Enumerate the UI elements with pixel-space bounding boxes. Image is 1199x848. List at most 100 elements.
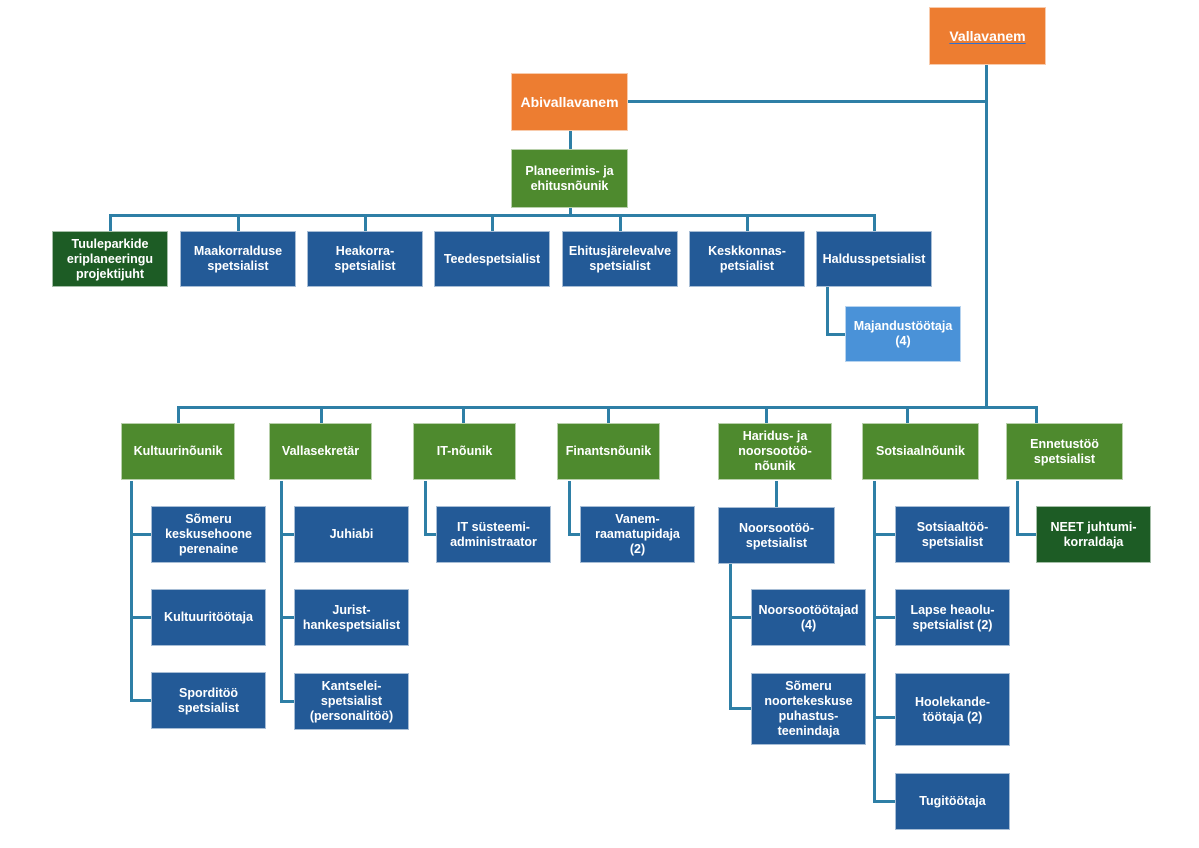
- connector-line: [628, 100, 986, 103]
- connector-line: [130, 699, 151, 702]
- node-label: Ennetustöö spetsialist: [1030, 436, 1099, 466]
- connector-line: [873, 533, 895, 536]
- node-planeerimis-ehitusnounik: Planeerimis- ja ehitusnõunik: [511, 149, 628, 208]
- node-label: Heakorra- spetsialist: [334, 244, 396, 273]
- node-label: Keskkonnas- petsialist: [708, 244, 786, 273]
- node-label: Tugitöötaja: [919, 794, 986, 808]
- connector-line: [1016, 481, 1019, 535]
- connector-line: [568, 533, 580, 536]
- node-label: Majandustöötaja (4): [853, 319, 953, 348]
- node-label: Jurist- hankespetsialist: [302, 602, 401, 632]
- node-noorsootootajad: Noorsootöötajad (4): [751, 589, 866, 646]
- connector-line: [364, 214, 367, 231]
- connector-line: [280, 481, 283, 703]
- node-tugitootaja: Tugitöötaja: [895, 773, 1010, 830]
- connector-line: [130, 616, 151, 619]
- node-label: Sotsiaaltöö- spetsialist: [916, 519, 989, 549]
- connector-line: [491, 214, 494, 231]
- connector-line: [280, 533, 294, 536]
- node-label: IT süsteemi- administraator: [450, 519, 537, 549]
- node-label: Planeerimis- ja ehitusnõunik: [525, 163, 614, 193]
- connector-line: [424, 481, 427, 535]
- node-kultuurinounik: Kultuurinõunik: [121, 423, 235, 480]
- connector-line: [320, 406, 323, 423]
- connector-line: [873, 481, 876, 803]
- connector-line: [765, 406, 768, 423]
- node-label: Haldusspetsialist: [822, 251, 926, 266]
- node-label: Vanem- raamatupidaja (2): [595, 512, 680, 556]
- node-vallavanem: Vallavanem: [929, 7, 1046, 65]
- node-label: Lapse heaolu- spetsialist (2): [910, 602, 995, 632]
- node-label: Vallasekretär: [281, 444, 360, 458]
- node-label: NEET juhtumi- korraldaja: [1050, 519, 1137, 549]
- connector-line: [424, 533, 436, 536]
- node-hoolekandetootaja: Hoolekande- töötaja (2): [895, 673, 1010, 746]
- node-haridus-noorsootoo-nounik: Haridus- ja noorsootöö- nõunik: [718, 423, 832, 480]
- node-it-susteemiadministraator: IT süsteemi- administraator: [436, 506, 551, 563]
- connector-line: [280, 616, 294, 619]
- connector-line: [873, 214, 876, 231]
- connector-line: [130, 533, 151, 536]
- connector-line: [906, 406, 909, 423]
- connector-line: [826, 333, 846, 336]
- node-label: Kultuuritöötaja: [164, 610, 253, 624]
- connector-line: [873, 800, 895, 803]
- node-label: Sõmeru keskusehoone perenaine: [165, 512, 252, 556]
- node-maakorralduse-spetsialist: Maakorralduse spetsialist: [180, 231, 296, 287]
- node-keskkonnaspetsialist: Keskkonnas- petsialist: [689, 231, 805, 287]
- node-label: Hoolekande- töötaja (2): [914, 694, 990, 724]
- node-label: IT-nõunik: [436, 444, 493, 458]
- connector-line: [1035, 406, 1038, 423]
- node-abivallavanem: Abivallavanem: [511, 73, 628, 131]
- connector-line: [130, 481, 133, 701]
- node-label: Finantsnõunik: [565, 444, 652, 458]
- connector-line: [569, 208, 572, 215]
- node-vallasekretar: Vallasekretär: [269, 423, 372, 480]
- connector-line: [568, 481, 571, 535]
- node-someru-keskusehoone-perenaine: Sõmeru keskusehoone perenaine: [151, 506, 266, 563]
- connector-line: [746, 214, 749, 231]
- node-label: Sotsiaalnõunik: [876, 444, 965, 458]
- node-teedespetsialist: Teedespetsialist: [434, 231, 550, 287]
- node-haldusspetsialist: Haldusspetsialist: [816, 231, 932, 287]
- node-vanemraamatupidaja: Vanem- raamatupidaja (2): [580, 506, 695, 563]
- connector-line: [729, 564, 732, 710]
- node-label: Vallavanem: [949, 27, 1026, 44]
- connector-line: [607, 406, 610, 423]
- node-kantseleispetsialist: Kantselei- spetsialist (personalitöö): [294, 673, 409, 730]
- node-majandustootaja: Majandustöötaja (4): [845, 306, 961, 362]
- node-label: Tuuleparkide eriplaneeringu projektijuht: [66, 236, 154, 281]
- node-label: Juhiabi: [329, 527, 374, 541]
- node-ennetustoo-spetsialist: Ennetustöö spetsialist: [1006, 423, 1123, 480]
- connector-line: [569, 131, 572, 149]
- node-label: Teedespetsialist: [443, 251, 541, 266]
- node-tuuleparkide-projektijuht: Tuuleparkide eriplaneeringu projektijuht: [52, 231, 168, 287]
- node-label: Sporditöö spetsialist: [177, 685, 240, 715]
- node-jurist-hankespetsialist: Jurist- hankespetsialist: [294, 589, 409, 646]
- node-label: Sõmeru noortekeskuse puhastus- teenindaj…: [764, 679, 853, 738]
- node-ehitusjarelevalve-spetsialist: Ehitusjärelevalve spetsialist: [562, 231, 678, 287]
- connector-line: [775, 481, 778, 507]
- node-label: Kultuurinõunik: [133, 444, 223, 458]
- node-label: Ehitusjärelevalve spetsialist: [568, 244, 672, 273]
- node-it-nounik: IT-nõunik: [413, 423, 516, 480]
- node-lapse-heaolu-spetsialist: Lapse heaolu- spetsialist (2): [895, 589, 1010, 646]
- node-label: Abivallavanem: [520, 93, 619, 110]
- node-sotsiaaltoo-spetsialist: Sotsiaaltöö- spetsialist: [895, 506, 1010, 563]
- connector-line: [280, 700, 294, 703]
- node-label: Haridus- ja noorsootöö- nõunik: [738, 429, 812, 473]
- connector-line: [985, 64, 988, 408]
- connector-line: [619, 214, 622, 231]
- node-kultuuritootaja: Kultuuritöötaja: [151, 589, 266, 646]
- connector-line: [109, 214, 112, 231]
- node-finantsnounik: Finantsnõunik: [557, 423, 660, 480]
- node-label: Kantselei- spetsialist (personalitöö): [309, 679, 394, 723]
- connector-line: [1016, 533, 1036, 536]
- connector-line: [826, 287, 829, 335]
- connector-line: [237, 214, 240, 231]
- connector-line: [873, 616, 895, 619]
- node-sotsiaalnounik: Sotsiaalnõunik: [862, 423, 979, 480]
- node-heakorra-spetsialist: Heakorra- spetsialist: [307, 231, 423, 287]
- connector-line: [462, 406, 465, 423]
